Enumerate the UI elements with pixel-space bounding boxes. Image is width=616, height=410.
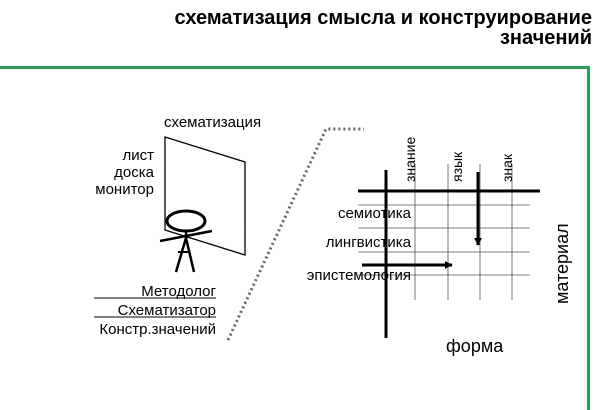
media-sheet-label: лист xyxy=(122,147,154,164)
bottom-axis-label: форма xyxy=(446,336,504,356)
row-label-semiotics: семиотика xyxy=(338,205,412,222)
person-figure-icon xyxy=(159,209,213,273)
frame-right-border xyxy=(587,66,590,410)
column-header-knowledge: знание xyxy=(402,137,418,182)
row-label-linguistics: лингвистика xyxy=(326,234,412,251)
media-monitor-label: монитор xyxy=(95,181,154,198)
title-line-2: значений xyxy=(499,27,592,49)
drawing-board-shape xyxy=(164,136,246,256)
role-meaning-constructor-label: Констр.значений xyxy=(99,321,216,338)
column-header-language: язык xyxy=(449,151,465,182)
frame-top-border xyxy=(0,66,590,69)
row-label-epistemology: эпистемология xyxy=(307,267,411,284)
role-methodologist-label: Методолог xyxy=(141,283,216,300)
column-header-sign: знак xyxy=(499,153,515,182)
media-board-label: доска xyxy=(114,164,154,181)
board-label: схематизация xyxy=(164,114,261,131)
role-schematizer-label: Схематизатор xyxy=(118,302,216,319)
slide-title: схематизация смысла и конструирование зн… xyxy=(52,8,592,48)
title-line-1: схематизация смысла и конструирование xyxy=(174,7,592,29)
right-axis-label: материал xyxy=(552,223,572,304)
